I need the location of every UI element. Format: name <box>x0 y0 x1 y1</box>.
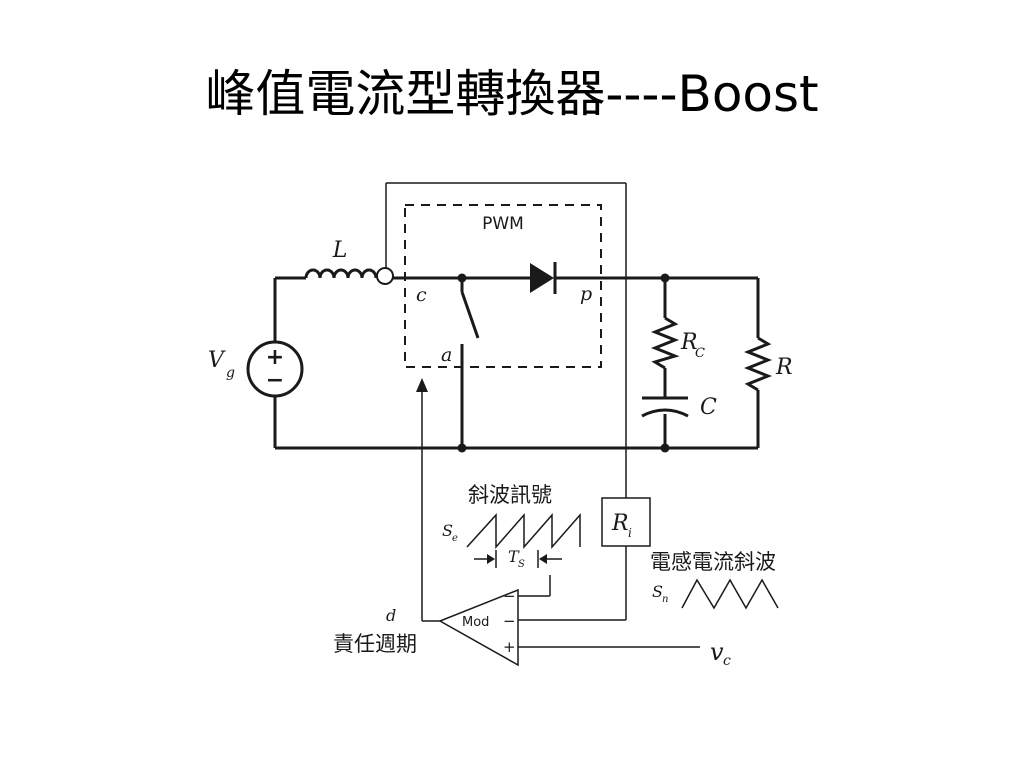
junction-dots <box>457 273 670 453</box>
mod-plus-bottom: + <box>503 638 516 656</box>
ri-sense-box <box>601 497 651 547</box>
source-subscript: g <box>226 365 235 381</box>
rc-label: R <box>680 330 698 355</box>
ts-arrowheads <box>487 554 547 564</box>
voltage-source-vg: + − <box>246 340 304 398</box>
diode <box>530 262 557 294</box>
power-stage-wires <box>273 276 760 450</box>
duty-label: d <box>386 606 396 625</box>
source-label: V <box>208 348 226 373</box>
inductor-ramp-title: 電感電流斜波 <box>650 550 776 574</box>
pwm-block <box>404 204 602 368</box>
sn-subscript: n <box>662 594 668 605</box>
vc-label: v <box>710 638 724 666</box>
ri-subscript: i <box>628 526 632 540</box>
vc-subscript: c <box>723 653 731 669</box>
se-subscript: e <box>452 533 458 544</box>
current-sense-node <box>376 267 394 285</box>
ts-label: T <box>508 547 520 566</box>
ramp-sawtooth <box>466 513 581 549</box>
node-p-label: p <box>580 283 592 305</box>
resistor-load <box>743 336 773 392</box>
inductor-coil <box>304 268 378 279</box>
modulator-comparator <box>438 588 519 667</box>
capacitor-c <box>641 396 689 418</box>
mod-label: Mod <box>462 615 489 630</box>
node-c-label: c <box>416 284 427 306</box>
duty-title: 責任週期 <box>333 632 417 656</box>
source-minus: − <box>266 368 284 393</box>
ts-subscript: S <box>518 559 525 570</box>
resistor-rc <box>650 316 680 370</box>
se-label: S <box>442 521 453 540</box>
cap-label: C <box>700 395 717 420</box>
ri-label: R <box>611 511 629 536</box>
inductor-label: L <box>332 238 348 263</box>
mod-minus-mid: − <box>503 612 516 630</box>
pwm-label: PWM <box>482 214 524 234</box>
slide-title: 峰值電流型轉換器----Boost <box>205 65 819 123</box>
gate-drive-arrow <box>416 378 428 392</box>
rc-subscript: C <box>695 346 705 361</box>
sn-label: S <box>652 582 663 601</box>
switch-blade <box>460 291 480 339</box>
mod-minus-top: − <box>503 587 516 605</box>
inductor-current-wave <box>681 578 779 610</box>
load-label: R <box>775 355 793 380</box>
node-a-label: a <box>441 344 452 366</box>
modulator-wires <box>421 388 700 648</box>
ramp-title: 斜波訊號 <box>468 483 552 507</box>
current-sense-loop <box>385 182 627 621</box>
source-plus: + <box>266 345 284 370</box>
